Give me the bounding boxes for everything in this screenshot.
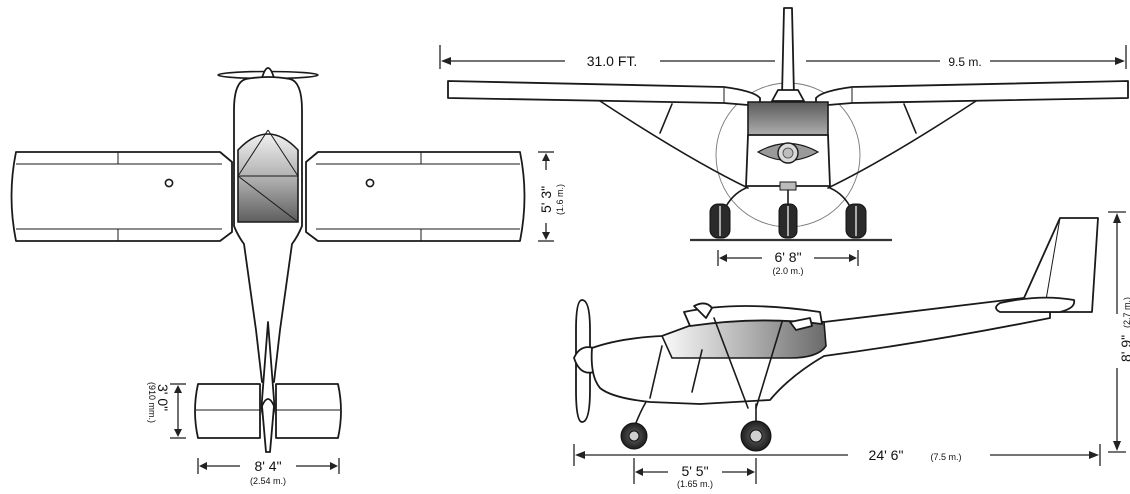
- landing-gear-side: [620, 401, 772, 452]
- wheelbase-metric-label: (1.65 m.): [677, 479, 713, 489]
- hstab-chord-metric-label: (910 mm.): [147, 382, 157, 423]
- hstab-chord-dimension: 3' 0" (910 mm.): [147, 382, 186, 439]
- height-metric-label: (2.7 m.): [1122, 297, 1130, 328]
- wheelbase-label: 5' 5": [681, 463, 708, 479]
- hstab-side: [995, 296, 1076, 313]
- hstab-span-label: 8' 4": [254, 458, 281, 474]
- wingspan-m-label: 9.5 m.: [948, 55, 981, 69]
- hstab-span-metric-label: (2.54 m.): [250, 476, 286, 486]
- length-metric-label: (7.5 m.): [930, 452, 961, 462]
- side-view: 24' 6" (7.5 m.) 5' 5" (1.65 m.) 8' 9" (2…: [573, 211, 1130, 489]
- hstab-span-dimension: 8' 4" (2.54 m.): [197, 458, 340, 486]
- wings-front: [447, 80, 1129, 189]
- wingspan-dimension: 31.0 FT. 9.5 m.: [439, 45, 1127, 69]
- fuselage-top: [233, 76, 303, 383]
- track-dimension: 6' 8" (2.0 m.): [717, 249, 859, 276]
- landing-gear-front: [709, 187, 867, 239]
- wing-side: [683, 305, 823, 327]
- height-dimension: 8' 9" (2.7 m.): [1108, 211, 1130, 453]
- wingspan-ft-label: 31.0 FT.: [587, 53, 638, 69]
- length-dimension: 24' 6" (7.5 m.): [573, 444, 1101, 466]
- chord-label: 5' 3": [538, 186, 554, 213]
- right-wing-top: [305, 151, 526, 242]
- length-label: 24' 6": [869, 447, 904, 463]
- height-label: 8' 9": [1118, 335, 1130, 362]
- propeller-side: [573, 299, 595, 423]
- track-metric-label: (2.0 m.): [772, 266, 803, 276]
- fuselage-front: [745, 89, 831, 191]
- left-wing-top: [10, 151, 233, 242]
- vertical-fin-front: [781, 7, 795, 97]
- horizontal-stabilizer-top: [194, 321, 342, 453]
- track-label: 6' 8": [774, 249, 801, 265]
- top-view: 5' 3" (1.6 m.) 3' 0" (910 mm.) 8' 4" (2.…: [10, 67, 565, 486]
- chord-metric-label: (1.6 m.): [555, 184, 565, 215]
- hstab-chord-label: 3' 0": [155, 384, 171, 411]
- chord-dimension: 5' 3" (1.6 m.): [538, 151, 565, 242]
- front-view: 31.0 FT. 9.5 m.: [439, 7, 1129, 276]
- wheelbase-dimension: 5' 5" (1.65 m.): [633, 458, 757, 489]
